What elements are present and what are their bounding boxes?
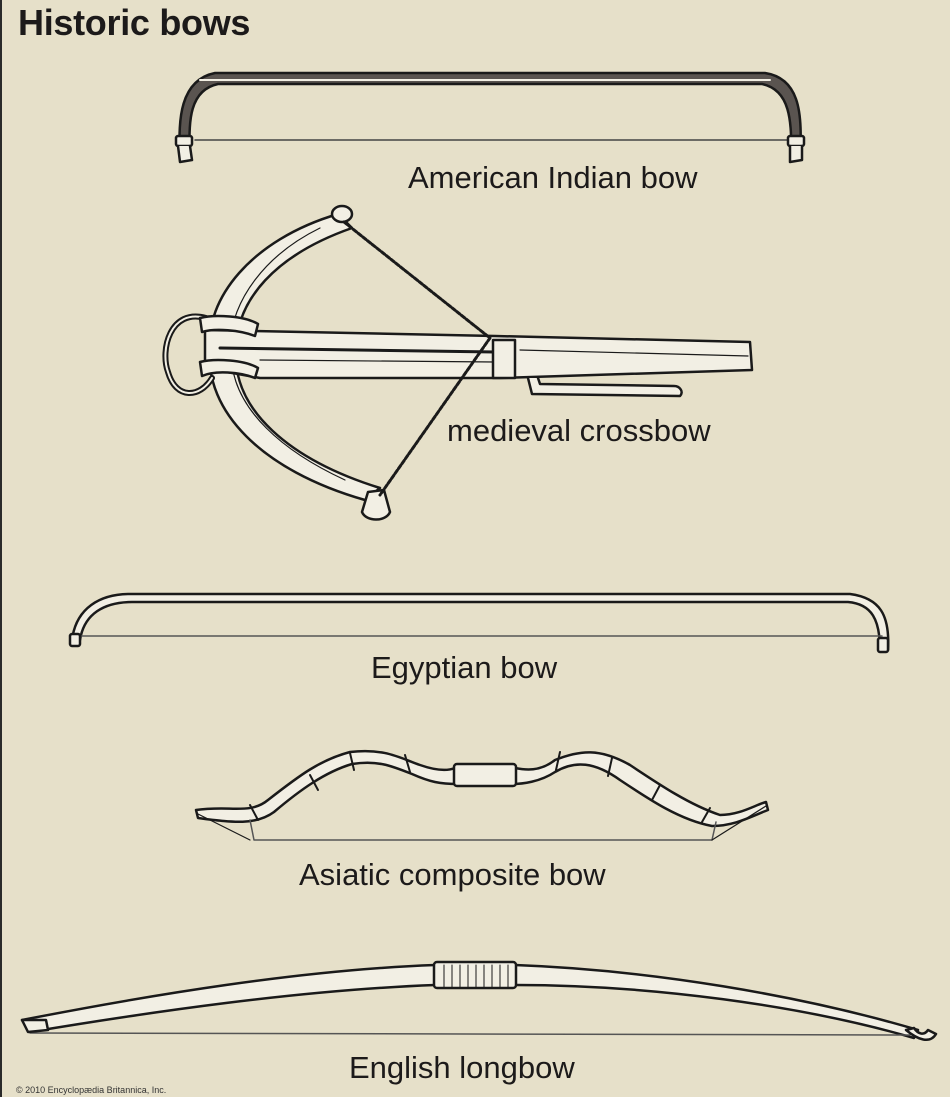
label-medieval-crossbow: medieval crossbow <box>447 413 711 448</box>
copyright-notice: © 2010 Encyclopædia Britannica, Inc. <box>16 1085 167 1095</box>
label-asiatic-composite-bow: Asiatic composite bow <box>299 857 606 892</box>
frame-border <box>0 0 2 1097</box>
egyptian-bow-drawing <box>68 592 890 654</box>
diagram-title: Historic bows <box>18 2 251 43</box>
label-egyptian-bow: Egyptian bow <box>371 650 558 685</box>
label-english-longbow: English longbow <box>349 1050 575 1085</box>
label-american-indian-bow: American Indian bow <box>408 160 698 195</box>
asiatic-composite-bow-drawing <box>194 749 770 841</box>
medieval-crossbow-drawing <box>162 204 754 521</box>
english-longbow-drawing <box>20 960 938 1042</box>
american-indian-bow-drawing <box>174 71 806 164</box>
